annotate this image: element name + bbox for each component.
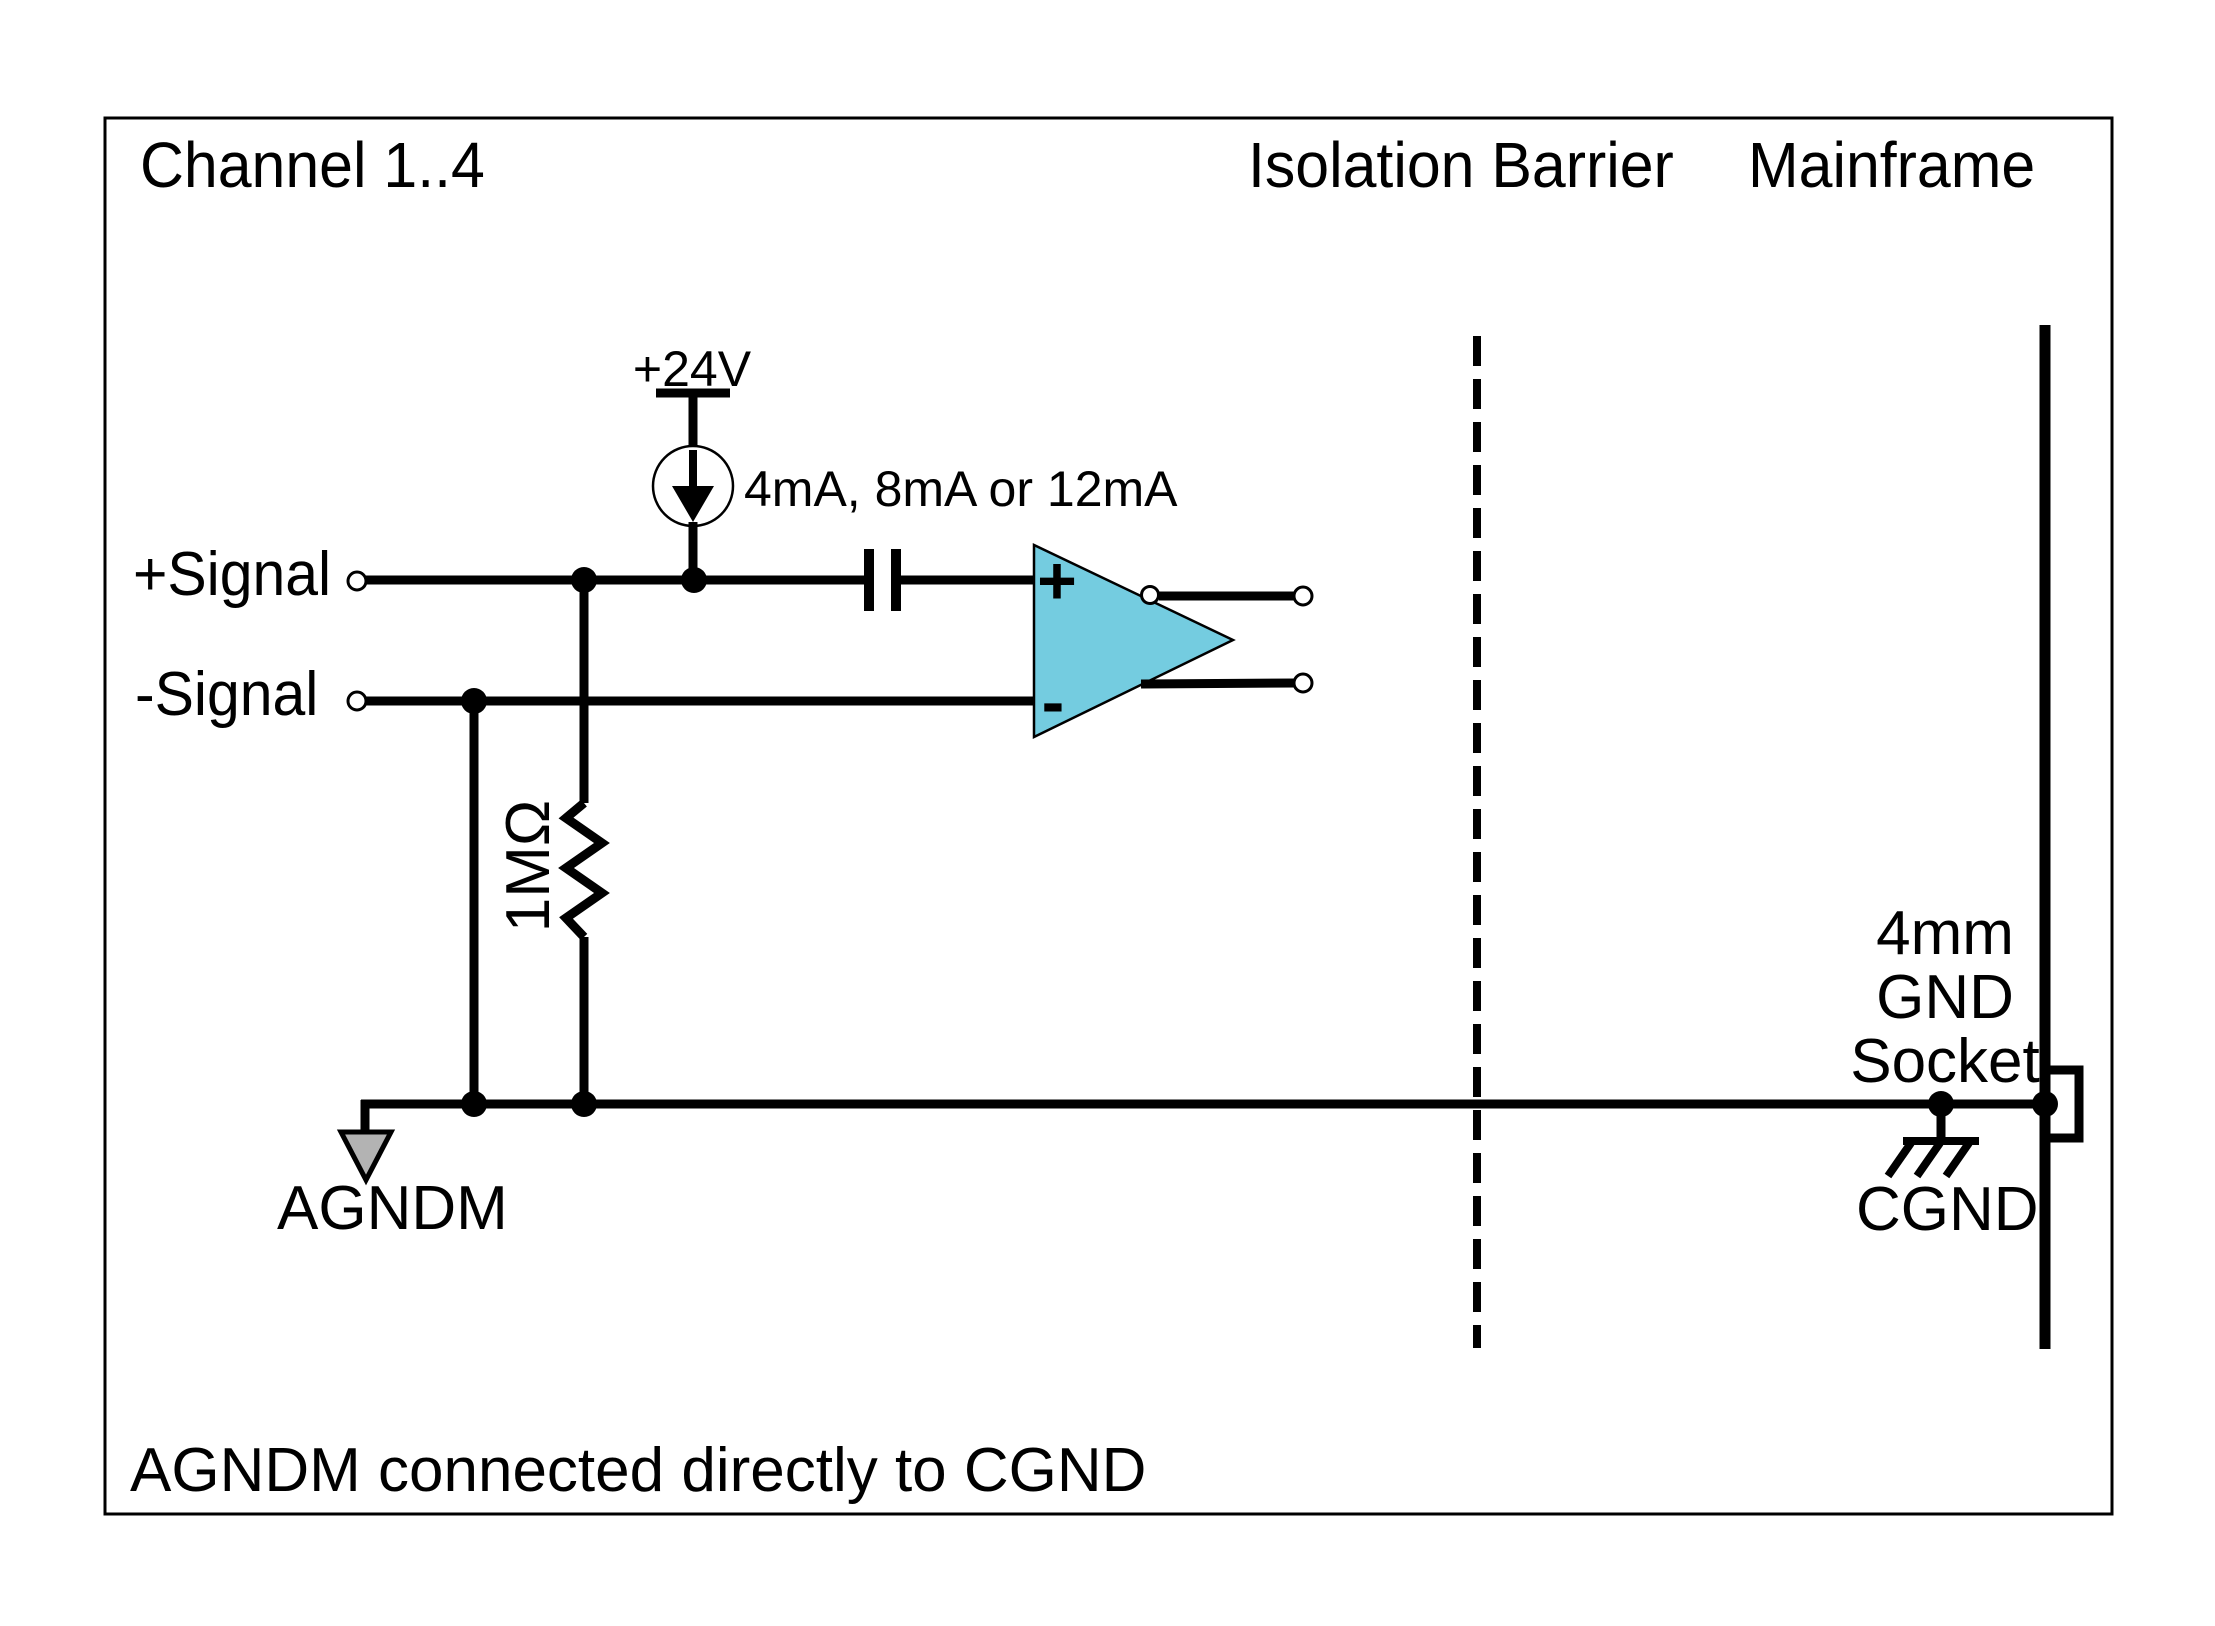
junction-dot [571,567,597,593]
cgnd-symbol-hatch-2 [1913,1140,1944,1179]
opamp-output-bottom-wire [1140,678,1298,689]
junction-dot [681,567,707,593]
output-bottom-terminal [1292,672,1314,694]
gnd-socket-bracket [2045,1065,2084,1143]
minus-signal-label: -Signal [135,660,319,729]
cgnd-symbol-hatch-3 [1942,1140,1973,1179]
opamp-noninverting-mark: + [1037,543,1077,619]
opamp-inverting-bubble [1140,585,1160,605]
mainframe-label: Mainframe [1748,129,2036,201]
gnd-socket-label: 4mm GND Socket [1850,899,2040,1096]
isolation-barrier-label: Isolation Barrier [1248,129,1674,201]
current-source-label: 4mA, 8mA or 12mA [744,461,1178,517]
junction-dot [1928,1091,1954,1117]
resistor-value-label: 1MΩ [494,799,563,933]
junction-dot [571,1091,597,1117]
resistor-zigzag [558,799,610,941]
cgnd-symbol-hatch-1 [1884,1140,1915,1179]
supply-voltage-label: +24V [632,341,752,397]
junction-dot [2032,1091,2058,1117]
figure-border [103,116,2114,1516]
channel-title: Channel 1..4 [140,129,485,201]
footnote-text: AGNDM connected directly to CGND [130,1436,1147,1505]
minus-signal-terminal [346,690,368,712]
opamp-inverting-mark: - [1041,664,1065,740]
agndm-label: AGNDM [277,1174,508,1243]
junction-dot [461,688,487,714]
agndm-ground-arrow [336,1129,396,1186]
output-top-terminal [1292,585,1314,607]
cgnd-label: CGND [1856,1175,2039,1244]
junction-dot [461,1091,487,1117]
opamp-triangle [1032,543,1236,739]
plus-signal-label: +Signal [133,540,332,609]
plus-signal-terminal [346,570,368,592]
current-source-arrow-head [672,486,714,522]
